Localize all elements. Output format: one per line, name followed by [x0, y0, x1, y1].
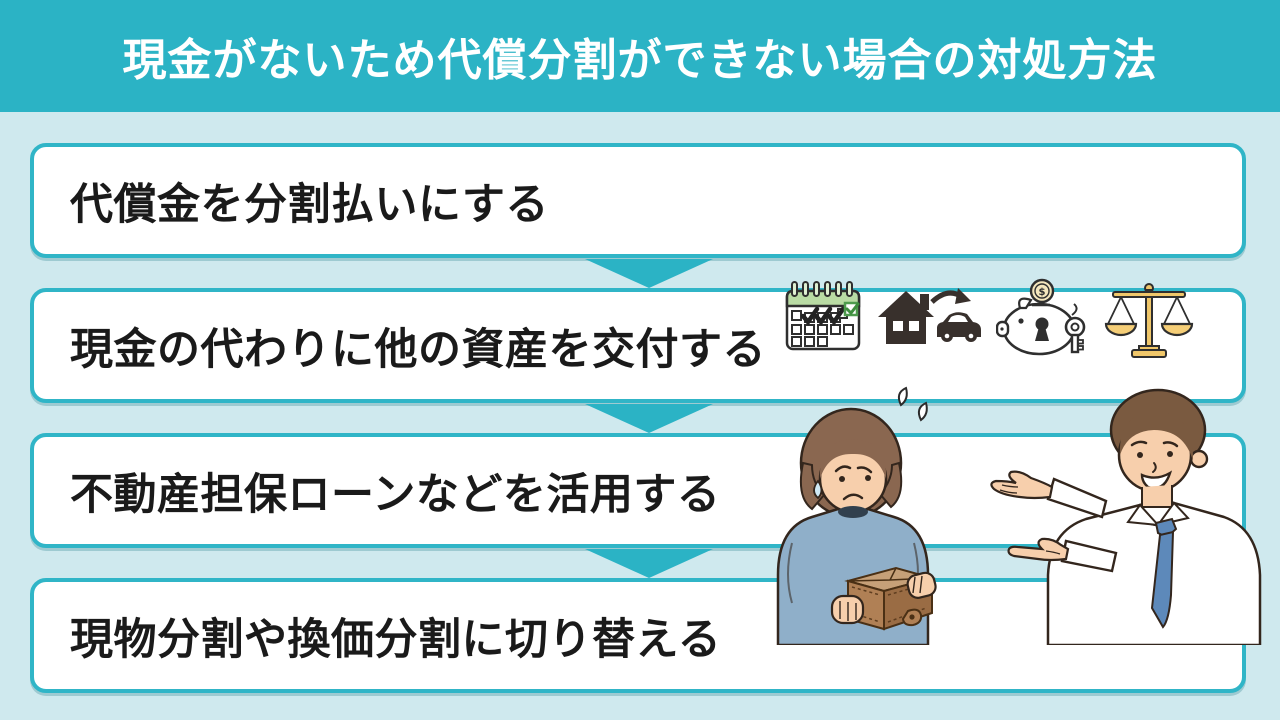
- woman-hands: [830, 571, 937, 625]
- step-label-1: 代償金を分割払いにする: [70, 179, 549, 230]
- cheek-tear: [813, 479, 823, 500]
- step-label-2: 現金の代わりに他の資産を交付する: [70, 324, 766, 375]
- coin-dollar-symbol: $: [1039, 287, 1046, 298]
- man-pointing-hand: [1007, 537, 1118, 573]
- piggy-body: [996, 297, 1078, 356]
- worried-woman-illustration: [776, 386, 937, 645]
- house-shape: [878, 291, 934, 344]
- consultation-illustration: [776, 386, 1262, 645]
- down-arrow-1: [585, 259, 713, 288]
- down-arrow-2: [585, 404, 713, 433]
- coin: $: [1029, 278, 1055, 304]
- calendar-icon: [785, 281, 861, 351]
- calendar-rings: [791, 281, 853, 297]
- car-shape: [937, 312, 981, 342]
- step-box-1: 代償金を分割払いにする: [30, 143, 1246, 258]
- balance-scale-icon: [1104, 283, 1194, 358]
- key-shape: [1064, 316, 1086, 354]
- step-label-4: 現物分割や換価分割に切り替える: [70, 614, 722, 665]
- man-open-palm-arm: [990, 470, 1108, 519]
- house-car-exchange-icon: [878, 288, 981, 344]
- sweat-drops: [897, 386, 928, 422]
- exchange-arrow: [930, 288, 971, 304]
- advisor-man-illustration: [990, 388, 1262, 645]
- man-tie: [1150, 517, 1178, 629]
- down-arrow-3: [585, 549, 713, 578]
- step-box-4: 現物分割や換価分割に切り替える: [30, 578, 1246, 693]
- calendar-checkmarks: [800, 306, 846, 326]
- step-label-3: 不動産担保ローンなどを活用する: [70, 469, 721, 520]
- header-band: 現金がないため代償分割ができない場合の対処方法: [0, 0, 1280, 112]
- woman-frown: [842, 493, 864, 501]
- piggy-bank-key-icon: $: [996, 278, 1086, 356]
- page-title: 現金がないため代償分割ができない場合の対処方法: [122, 35, 1158, 86]
